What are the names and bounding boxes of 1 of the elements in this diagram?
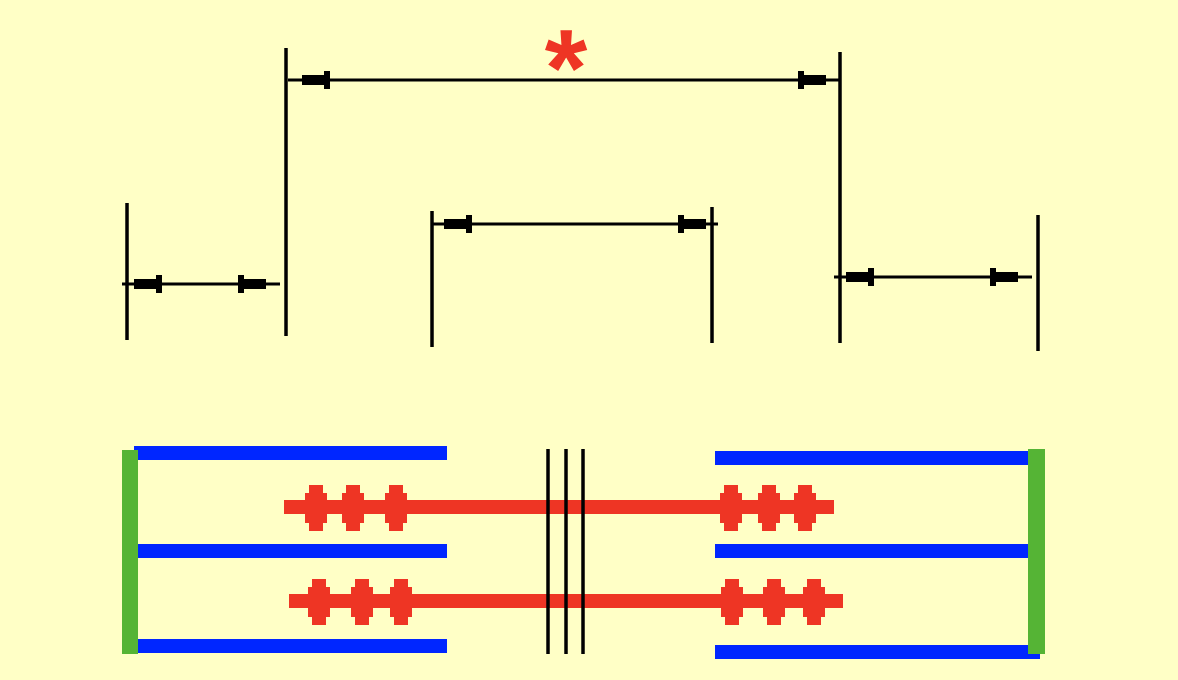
asterisk-mark: * [545,30,588,72]
